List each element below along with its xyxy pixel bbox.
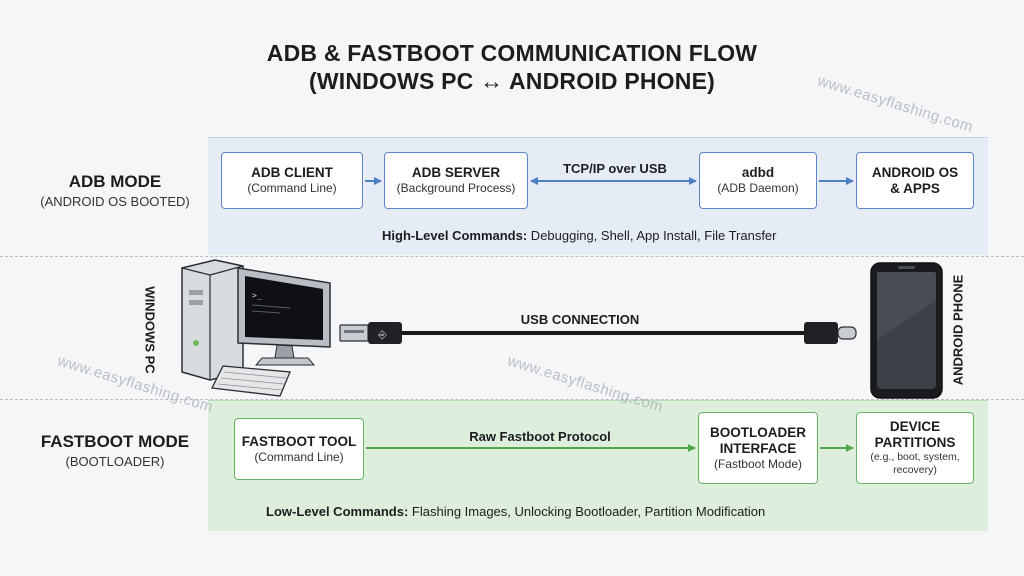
adb-client-subtitle: (Command Line)	[247, 181, 337, 195]
adb-commands: High-Level Commands: Debugging, Shell, A…	[382, 228, 777, 243]
bootloader-title-line2: INTERFACE	[719, 440, 797, 456]
android-os-title-line2: & APPS	[890, 180, 940, 196]
adb-mode-label: ADB MODE (ANDROID OS BOOTED)	[30, 172, 200, 209]
svg-text:⎆: ⎆	[378, 328, 387, 341]
fastboot-link-label: Raw Fastboot Protocol	[469, 429, 611, 444]
fastboot-tool-box: FASTBOOT TOOL (Command Line)	[234, 418, 364, 480]
adb-commands-label: High-Level Commands:	[382, 228, 528, 243]
partitions-title-line2: PARTITIONS	[874, 435, 956, 450]
diagram-title-line2: (WINDOWS PC ↔ ANDROID PHONE)	[309, 68, 715, 94]
usb-cable: ⎆	[339, 322, 857, 344]
partitions-sub-line1: (e.g., boot, system,	[870, 451, 960, 463]
fastboot-commands-label: Low-Level Commands:	[266, 504, 409, 519]
adb-server-title: ADB SERVER	[411, 165, 501, 180]
fastboot-mode-subtitle: (BOOTLOADER)	[65, 454, 165, 469]
bootloader-interface-box: BOOTLOADER INTERFACE (Fastboot Mode)	[698, 412, 818, 484]
fastboot-commands-text: Flashing Images, Unlocking Bootloader, P…	[408, 504, 766, 519]
divider-bottom	[0, 399, 1024, 400]
fastboot-mode-label: FASTBOOT MODE (BOOTLOADER)	[30, 432, 200, 469]
svg-text:>_: >_	[252, 291, 262, 300]
adb-server-box: ADB SERVER (Background Process)	[384, 152, 528, 209]
diagram-title-line1: ADB & FASTBOOT COMMUNICATION FLOW	[266, 40, 758, 66]
divider-top	[0, 256, 1024, 257]
fastboot-mode-title: FASTBOOT MODE	[40, 432, 190, 451]
adbd-box: adbd (ADB Daemon)	[699, 152, 817, 209]
adbd-title: adbd	[741, 165, 775, 180]
android-os-title-line1: ANDROID OS	[871, 164, 959, 180]
device-partitions-box: DEVICE PARTITIONS (e.g., boot, system, r…	[856, 412, 974, 484]
android-phone-illustration	[870, 262, 943, 399]
adb-mode-subtitle: (ANDROID OS BOOTED)	[40, 194, 190, 209]
fastboot-tool-subtitle: (Command Line)	[254, 449, 344, 464]
adb-client-box: ADB CLIENT (Command Line)	[221, 152, 363, 209]
partitions-title-line1: DEVICE	[889, 419, 941, 434]
windows-pc-illustration: >_	[181, 259, 331, 397]
adb-commands-text: Debugging, Shell, App Install, File Tran…	[527, 228, 777, 243]
adb-server-subtitle: (Background Process)	[396, 181, 516, 195]
bootloader-title-line1: BOOTLOADER	[710, 424, 806, 440]
adbd-subtitle: (ADB Daemon)	[717, 181, 799, 195]
adb-client-title: ADB CLIENT	[251, 165, 333, 180]
fastboot-tool-title: FASTBOOT TOOL	[241, 433, 357, 449]
usb-connection-label: USB CONNECTION	[520, 312, 640, 327]
fastboot-commands: Low-Level Commands: Flashing Images, Unl…	[266, 504, 765, 519]
bootloader-subtitle: (Fastboot Mode)	[713, 456, 803, 471]
partitions-sub-line2: recovery)	[893, 464, 937, 476]
android-os-box: ANDROID OS & APPS	[856, 152, 974, 209]
adb-mode-title: ADB MODE	[68, 172, 162, 191]
adb-link-label: TCP/IP over USB	[563, 161, 667, 176]
